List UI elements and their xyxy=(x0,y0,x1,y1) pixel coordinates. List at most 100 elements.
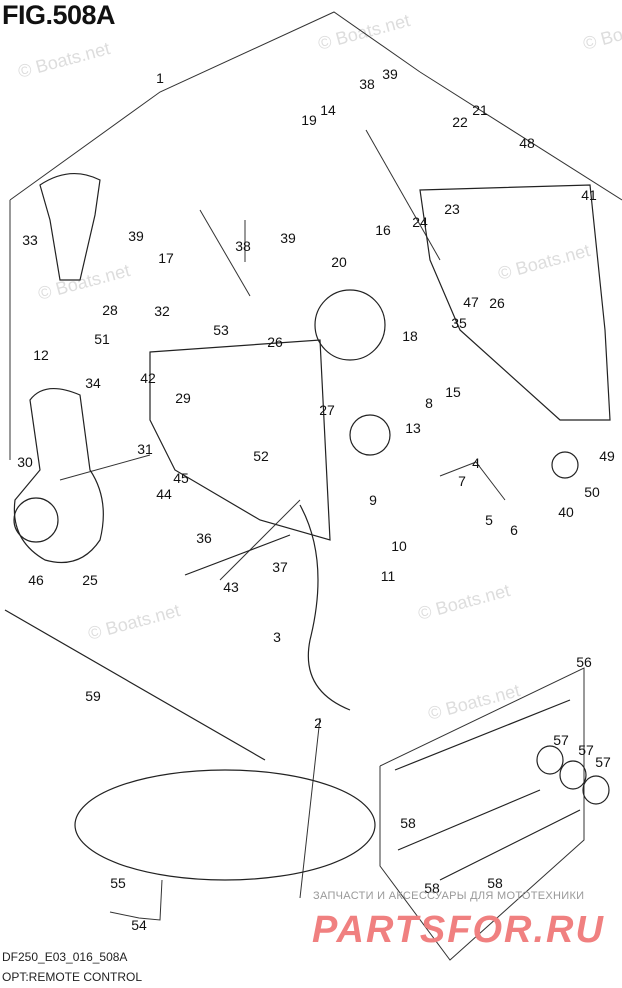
part-label-32: 32 xyxy=(154,303,170,319)
part-label-27: 27 xyxy=(319,402,335,418)
part-label-25: 25 xyxy=(82,572,98,588)
part-label-28: 28 xyxy=(102,302,118,318)
bolt xyxy=(397,789,541,851)
part-label-29: 29 xyxy=(175,390,191,406)
part-label-30: 30 xyxy=(17,454,33,470)
partsfor-logo: PARTSFOR.RU xyxy=(312,909,605,951)
part-label-39: 39 xyxy=(280,230,296,246)
figure-title: FIG.508A xyxy=(2,0,116,30)
lever-arm xyxy=(13,388,104,564)
part-label-42: 42 xyxy=(140,370,156,386)
wire-harness xyxy=(299,504,351,711)
part-label-52: 52 xyxy=(253,448,269,464)
part-label-16: 16 xyxy=(375,222,391,238)
part-label-26: 26 xyxy=(267,334,283,350)
part-label-59: 59 xyxy=(85,688,101,704)
part-label-9: 9 xyxy=(369,492,377,508)
part-label-57: 57 xyxy=(595,754,611,770)
watermark-ru-text: ЗАПЧАСТИ И АКСЕССУАРЫ ДЛЯ МОТОТЕХНИКИ xyxy=(313,890,585,902)
boats-net-watermark: © Boats.net xyxy=(426,680,522,724)
boats-net-watermark: © Boats.net xyxy=(416,580,512,624)
part-label-7: 7 xyxy=(458,473,466,489)
part-label-8: 8 xyxy=(425,395,433,411)
part-label-26: 26 xyxy=(489,295,505,311)
leader-lines xyxy=(9,11,622,961)
part-label-5: 5 xyxy=(485,512,493,528)
part-label-55: 55 xyxy=(110,875,126,891)
boats-net-watermark: © Boats.net xyxy=(16,38,112,82)
part-label-6: 6 xyxy=(510,522,518,538)
part-label-50: 50 xyxy=(584,484,600,500)
spacer xyxy=(582,775,610,805)
bushing xyxy=(551,451,579,479)
part-label-24: 24 xyxy=(412,214,428,230)
bolt xyxy=(394,699,571,771)
part-label-58: 58 xyxy=(487,875,503,891)
part-label-58: 58 xyxy=(400,815,416,831)
part-label-36: 36 xyxy=(196,530,212,546)
part-label-20: 20 xyxy=(331,254,347,270)
boats-net-watermark: © Boats.net xyxy=(86,600,182,644)
part-label-43: 43 xyxy=(223,579,239,595)
part-label-38: 38 xyxy=(359,76,375,92)
buzzer xyxy=(349,414,391,456)
part-label-56: 56 xyxy=(576,654,592,670)
part-label-44: 44 xyxy=(156,486,172,502)
spacer xyxy=(536,745,564,775)
part-label-37: 37 xyxy=(272,559,288,575)
part-label-47: 47 xyxy=(463,294,479,310)
lever-hub xyxy=(13,497,59,543)
part-label-48: 48 xyxy=(519,135,535,151)
part-label-41: 41 xyxy=(581,187,597,203)
shift-lever-handle xyxy=(39,172,101,281)
part-label-40: 40 xyxy=(558,504,574,520)
part-label-39: 39 xyxy=(128,228,144,244)
wiring-harness-loop xyxy=(74,769,376,881)
part-label-33: 33 xyxy=(22,232,38,248)
part-label-11: 11 xyxy=(381,568,396,584)
part-label-58: 58 xyxy=(424,880,440,896)
diagram-subtitle: OPT:REMOTE CONTROL xyxy=(2,970,143,984)
diagram-code: DF250_E03_016_508A xyxy=(2,950,128,964)
part-label-53: 53 xyxy=(213,322,229,338)
part-label-13: 13 xyxy=(405,420,421,436)
part-label-22: 22 xyxy=(452,114,468,130)
bolt xyxy=(439,809,581,881)
bolt xyxy=(184,534,291,576)
part-label-51: 51 xyxy=(94,331,110,347)
part-label-14: 14 xyxy=(320,102,336,118)
boats-net-watermark: © Boats.net xyxy=(316,10,412,54)
part-label-10: 10 xyxy=(391,538,407,554)
part-label-4: 4 xyxy=(472,455,480,471)
part-label-23: 23 xyxy=(444,201,460,217)
gear-plate xyxy=(314,289,386,361)
part-label-31: 31 xyxy=(137,441,153,457)
watermark-layer: © Boats.net © Boats.net © Boats.net © Boats… xyxy=(16,10,622,724)
part-label-18: 18 xyxy=(402,328,418,344)
housing-cover xyxy=(419,184,611,421)
part-label-49: 49 xyxy=(599,448,615,464)
boats-net-watermark: © Boats.net xyxy=(581,10,622,54)
part-label-46: 46 xyxy=(28,572,44,588)
part-shapes xyxy=(4,172,611,881)
part-label-21: 21 xyxy=(472,102,488,118)
spacer xyxy=(559,760,587,790)
part-label-57: 57 xyxy=(553,732,569,748)
remote-control-housing xyxy=(149,339,331,541)
part-label-2: 2 xyxy=(314,715,322,731)
part-label-35: 35 xyxy=(451,315,467,331)
part-label-45: 45 xyxy=(173,470,189,486)
part-label-1: 1 xyxy=(156,70,164,86)
part-label-54: 54 xyxy=(131,917,147,933)
part-label-3: 3 xyxy=(273,629,281,645)
cable xyxy=(4,609,266,761)
part-label-39: 39 xyxy=(382,66,398,82)
boats-net-watermark: © Boats.net xyxy=(36,260,132,304)
part-label-12: 12 xyxy=(33,347,49,363)
part-label-15: 15 xyxy=(445,384,461,400)
part-label-38: 38 xyxy=(235,238,251,254)
part-label-19: 19 xyxy=(301,112,317,128)
